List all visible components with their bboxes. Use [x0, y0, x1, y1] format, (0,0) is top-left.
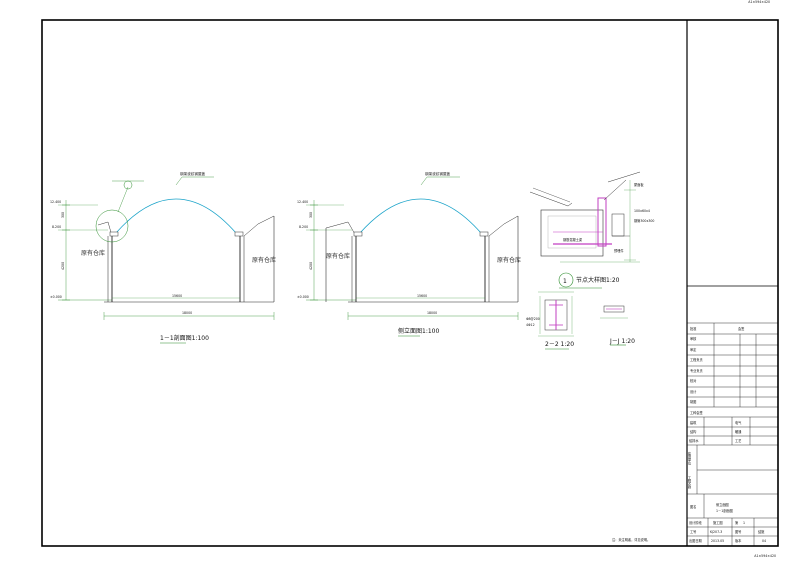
- room-label-1b: 原有仓库: [252, 256, 276, 264]
- tb-date-val: 2013.05: [711, 539, 724, 543]
- dim-v-b-2: 4200: [309, 262, 313, 270]
- section-1-title: 1－1剖面图1:100: [160, 334, 209, 342]
- tb-stage-val: 施工图: [713, 520, 723, 525]
- section-1-1-drawing: 12.400 8.200 ±0.000 300 4200 钢架波纹钢屋盖 原有仓…: [50, 171, 275, 344]
- detail-1-marker: 1: [563, 278, 567, 285]
- roof-label-2: 钢架波纹钢屋盖: [425, 171, 451, 176]
- dim-v-a-1: 300: [61, 212, 65, 218]
- tb-drawing-name-1: 侧立面图: [716, 502, 729, 507]
- sheet-code-bottom: A1×594×420: [754, 554, 776, 558]
- detail-1-title: 节点大样图1:20: [576, 276, 620, 284]
- room-label-1: 原有仓库: [81, 249, 105, 257]
- tb-version-val: 04: [762, 539, 766, 543]
- room-label-2b: 原有仓库: [497, 256, 521, 264]
- dim-bottom-1: 18000: [182, 311, 192, 315]
- section-2-note-1: Φ8@200: [526, 317, 540, 321]
- section-2-note-2: 4Φ12: [526, 323, 535, 327]
- tb-stage-key: 设计阶段: [689, 520, 703, 525]
- detail-note-3: 钢筋混凝土梁: [563, 237, 583, 242]
- tb-sheet-val: 1: [743, 521, 745, 525]
- elev-top-2: 12.400: [297, 200, 308, 204]
- tb-row-3-key: 工程负责: [690, 357, 703, 362]
- tb-code-val: KJ207-3: [710, 530, 722, 534]
- tb-sign-1a: 结构: [690, 429, 696, 434]
- dim-bottom-2: 18000: [427, 311, 437, 315]
- detail-j-title: J－J 1:20: [609, 338, 635, 345]
- footer-note: 注：未注明者，详见说明。: [612, 537, 650, 542]
- elev-base-2: ±0.000: [297, 295, 309, 299]
- dim-span-1: 15600: [172, 294, 182, 298]
- tb-drawing-label: 图名: [690, 504, 696, 509]
- side-elevation-drawing: 12.400 8.200 ±0.000 300 4200 钢架波纹钢屋盖 原有仓…: [252, 171, 521, 337]
- tb-row-4-key: 专业负责: [690, 368, 703, 373]
- tb-row-0-key: 批准: [690, 326, 697, 331]
- detail-j-j-drawing: J－J 1:20: [600, 305, 635, 346]
- tb-sign-1b: 暖通: [735, 429, 742, 434]
- tb-code-val2: 结施: [758, 529, 765, 534]
- tb-code-key: 工号: [690, 529, 696, 534]
- tb-sign-2a: 给排水: [689, 438, 699, 443]
- dim-v-a-2: 300: [309, 212, 313, 218]
- detail-1-drawing: 100x60x4 钢管300x300 钢筋混凝土梁 预埋件 屋面板 1 节点大样…: [529, 171, 654, 289]
- tb-sign-0b: 电气: [735, 420, 742, 425]
- tb-row-5-key: 校对: [690, 378, 697, 383]
- tb-row-6-key: 设计: [690, 389, 697, 394]
- tb-section-label: 工种会签: [690, 410, 704, 415]
- tb-sign-0a: 建筑: [690, 420, 697, 425]
- tb-row-7-key: 制图: [690, 399, 696, 404]
- room-label-2a: 原有仓库: [326, 252, 350, 260]
- elev-mid-2: 8.200: [299, 225, 308, 229]
- section-2-2-drawing: Φ8@200 4Φ12 2－2 1:20: [526, 291, 574, 350]
- detail-note-5: 屋面板: [634, 182, 644, 187]
- tb-sign-2b: 工艺: [735, 438, 741, 443]
- section-2-title: 2－2 1:20: [545, 341, 574, 348]
- tb-date-key: 出图日期: [689, 538, 702, 543]
- detail-note-2: 钢管300x300: [634, 218, 654, 223]
- tb-drawing-name-2: 1－1剖面图: [716, 508, 733, 513]
- elev-base-1: ±0.000: [50, 295, 62, 299]
- roof-label-1: 钢架波纹钢屋盖: [180, 171, 206, 176]
- tb-row-2-key: 审定: [690, 347, 697, 352]
- detail-1-marker-circle: [558, 272, 574, 288]
- dim-span-2: 15600: [417, 294, 427, 298]
- tb-vert-label-1: 建设单位: [687, 451, 691, 465]
- dim-v-b-1: 4200: [61, 262, 65, 270]
- tb-sheet-key: 第: [735, 520, 739, 525]
- tb-row-1-key: 审核: [690, 336, 697, 341]
- tb-row-0-val: 会签: [738, 326, 745, 331]
- sheet-code-top: A1×594×420: [748, 0, 770, 4]
- side-elevation-title: 侧立面图1:100: [398, 327, 439, 335]
- elev-top-1: 12.400: [50, 200, 61, 204]
- title-block: 批准 会签 审核 审定 工程负责 专业负责 校对 设计 制图 工种会签 建筑 电…: [687, 322, 778, 546]
- detail-note-1: 100x60x4: [634, 209, 650, 213]
- tb-code-key2: 图号: [735, 529, 741, 534]
- elev-mid-1: 8.200: [52, 225, 61, 229]
- tb-vert-label-2: 工程名称: [687, 476, 691, 490]
- tb-version-key: 版本: [735, 538, 742, 543]
- detail-note-4: 预埋件: [614, 248, 624, 253]
- sheet-border: [41, 19, 779, 547]
